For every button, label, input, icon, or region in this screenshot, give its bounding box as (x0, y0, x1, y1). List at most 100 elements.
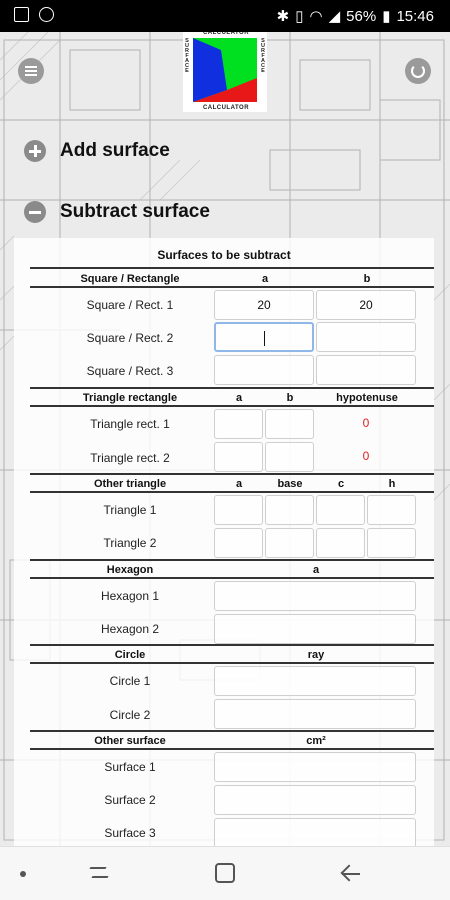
home-icon[interactable] (215, 863, 235, 883)
other-triangle-col-c: c (337, 478, 345, 490)
circle-row-label: Circle 1 (109, 674, 151, 688)
logo-top-text: CALCULATOR (202, 30, 250, 36)
other-surface-row-label: Surface 1 (104, 760, 156, 774)
square-1-a-input[interactable]: 20 (214, 290, 314, 320)
plus-icon (24, 140, 46, 162)
divider (30, 267, 434, 269)
other-surface-header: Other surface (94, 735, 166, 747)
circle-row-label: Circle 2 (109, 708, 151, 722)
square-1-b-input[interactable]: 20 (316, 290, 416, 320)
surface-2-input[interactable] (214, 785, 416, 815)
menu-button[interactable] (18, 58, 44, 84)
circle-2-input[interactable] (214, 699, 416, 729)
triangle-2-h-input[interactable] (367, 528, 416, 558)
square-row-label: Square / Rect. 1 (86, 298, 174, 312)
other-surface-row-label: Surface 2 (104, 793, 156, 807)
other-triangle-col-base: base (277, 478, 303, 490)
square-2-b-input[interactable] (316, 322, 416, 352)
divider (30, 662, 434, 664)
refresh-button[interactable] (405, 58, 431, 84)
square-col-b: b (363, 273, 371, 285)
triangle-rect-col-hypotenuse: hypotenuse (336, 392, 398, 404)
other-surface-row-label: Surface 3 (104, 826, 156, 840)
other-triangle-col-a: a (235, 478, 243, 490)
triangle-2-c-input[interactable] (316, 528, 365, 558)
triangle-2-base-input[interactable] (265, 528, 314, 558)
add-surface-button[interactable]: Add surface (24, 140, 170, 162)
square-3-a-input[interactable] (214, 355, 314, 385)
triangle-rect-header: Triangle rectangle (82, 392, 178, 404)
panel-title: Surfaces to be subtract (157, 248, 291, 262)
clock: 15:46 (396, 7, 434, 25)
signal-icon: ◢ (328, 8, 341, 25)
logo-right-text: SURFACE (260, 38, 266, 73)
logo-graphic (193, 38, 257, 102)
triangle-rect-1-a-input[interactable] (214, 409, 263, 439)
triangle-1-c-input[interactable] (316, 495, 365, 525)
hexagon-1-input[interactable] (214, 581, 416, 611)
triangle-rect-1-hypotenuse: 0 (362, 416, 370, 430)
divider (30, 286, 434, 288)
logo-bottom-text: CALCULATOR (202, 105, 250, 111)
triangle-rect-2-a-input[interactable] (214, 442, 263, 472)
circle-1-input[interactable] (214, 666, 416, 696)
divider (30, 387, 434, 389)
hexagon-row-label: Hexagon 1 (100, 589, 160, 603)
square-col-a: a (261, 273, 269, 285)
nav-dot-icon[interactable] (20, 871, 26, 877)
other-triangle-row-label: Triangle 1 (103, 503, 157, 517)
triangle-rect-2-hypotenuse: 0 (362, 449, 370, 463)
vibrate-icon: ▯ (295, 8, 304, 25)
triangle-rect-1-b-input[interactable] (265, 409, 314, 439)
divider (30, 748, 434, 750)
hexagon-header: Hexagon (106, 564, 154, 576)
surface-1-input[interactable] (214, 752, 416, 782)
other-surface-col-unit: cm² (306, 735, 326, 747)
recent-apps-icon[interactable] (90, 865, 110, 881)
refresh-icon (411, 64, 425, 78)
battery-percent: 56% (346, 7, 377, 25)
logo-left-text: SURFACE (184, 38, 190, 73)
other-triangle-col-h: h (388, 478, 396, 490)
minus-icon (24, 201, 46, 223)
triangle-rect-row-label: Triangle rect. 1 (90, 417, 170, 431)
square-3-b-input[interactable] (316, 355, 416, 385)
subtract-surface-button[interactable]: Subtract surface (24, 201, 210, 223)
other-triangle-header: Other triangle (93, 478, 167, 490)
triangle-rect-2-b-input[interactable] (265, 442, 314, 472)
square-header: Square / Rectangle (80, 273, 180, 285)
hexagon-2-input[interactable] (214, 614, 416, 644)
notification-icon (39, 7, 54, 22)
divider (30, 473, 434, 475)
divider (30, 577, 434, 579)
divider (30, 730, 434, 732)
circle-col-ray: ray (307, 649, 325, 661)
square-2-a-input[interactable] (214, 322, 314, 352)
app-logo: CALCULATOR SURFACE SURFACE CALCULATOR (183, 28, 267, 112)
triangle-1-base-input[interactable] (265, 495, 314, 525)
surface-3-input[interactable] (214, 818, 416, 846)
hexagon-col-a: a (312, 564, 320, 576)
back-icon[interactable] (340, 865, 362, 883)
triangle-rect-col-b: b (286, 392, 294, 404)
system-nav-bar (0, 846, 450, 900)
subtract-panel: Surfaces to be subtract Square / Rectang… (14, 238, 434, 846)
square-row-label: Square / Rect. 2 (86, 331, 174, 345)
bluetooth-icon: ✱ (276, 8, 290, 25)
battery-icon: ▮ (382, 8, 391, 25)
add-surface-label: Add surface (60, 140, 170, 161)
divider (30, 405, 434, 407)
triangle-1-a-input[interactable] (214, 495, 263, 525)
square-row-label: Square / Rect. 3 (86, 364, 174, 378)
other-triangle-row-label: Triangle 2 (103, 536, 157, 550)
divider (30, 644, 434, 646)
divider (30, 491, 434, 493)
triangle-1-h-input[interactable] (367, 495, 416, 525)
circle-header: Circle (114, 649, 146, 661)
triangle-rect-row-label: Triangle rect. 2 (90, 451, 170, 465)
wifi-icon: ◠ (309, 8, 323, 25)
triangle-rect-col-a: a (235, 392, 243, 404)
menu-icon (25, 66, 37, 76)
divider (30, 559, 434, 561)
triangle-2-a-input[interactable] (214, 528, 263, 558)
